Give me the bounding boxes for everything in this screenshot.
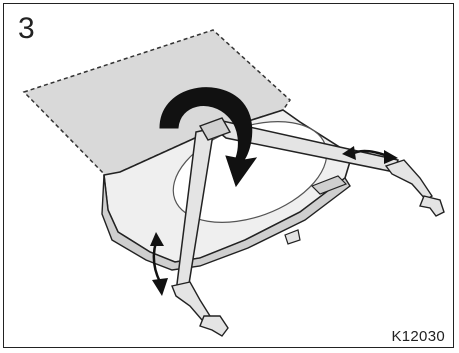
strap-right-extension [386, 160, 432, 200]
hook-icon [200, 316, 228, 336]
bottom-clip [285, 230, 300, 244]
hook-icon [420, 196, 444, 216]
strap-left-extension [172, 282, 210, 320]
